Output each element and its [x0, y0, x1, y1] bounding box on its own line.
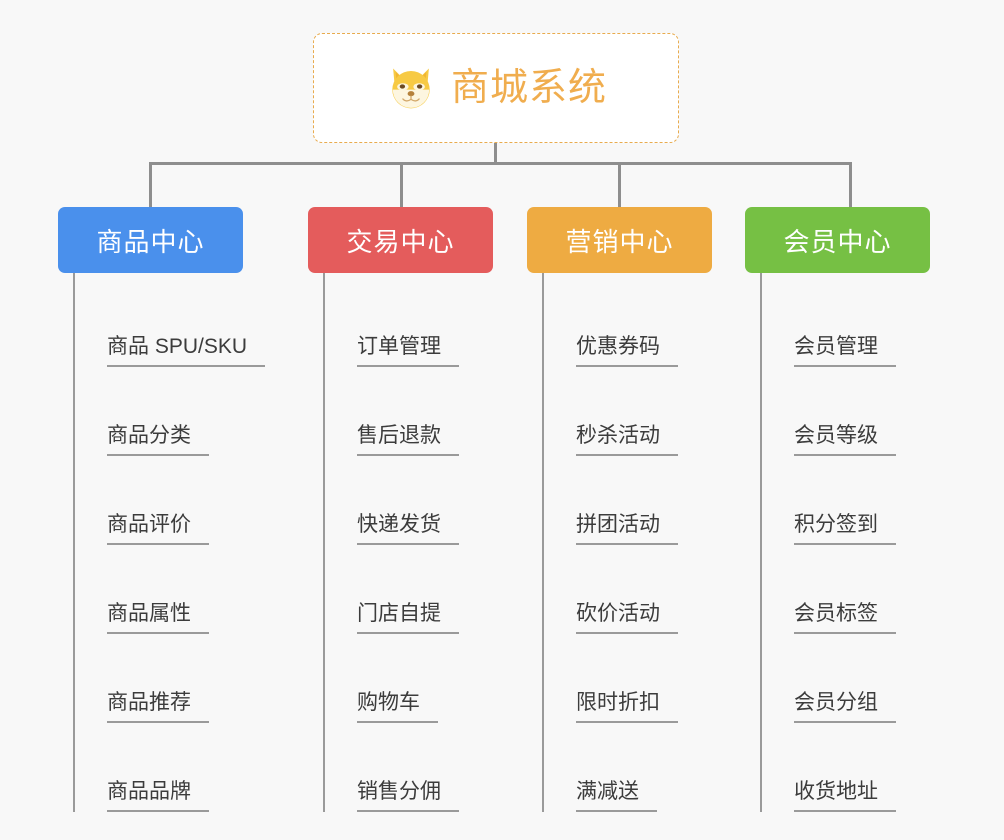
item-label: 购物车: [357, 691, 438, 723]
list-item[interactable]: 商品品牌: [73, 723, 265, 812]
connector-drop-branch-3: [618, 162, 621, 208]
item-label: 会员分组: [794, 691, 896, 723]
list-item[interactable]: 快递发货: [323, 456, 459, 545]
item-label: 商品 SPU/SKU: [107, 335, 266, 367]
list-item[interactable]: 秒杀活动: [542, 367, 678, 456]
item-label: 积分签到: [794, 513, 896, 545]
list-item[interactable]: 商品 SPU/SKU: [73, 278, 266, 367]
item-label: 秒杀活动: [576, 424, 678, 456]
root-node[interactable]: 商城系统: [313, 33, 679, 143]
item-label: 商品评价: [107, 513, 209, 545]
list-item[interactable]: 商品属性: [73, 545, 265, 634]
category-box-1[interactable]: 商品中心: [58, 207, 243, 273]
item-label: 商品分类: [107, 424, 209, 456]
item-label: 收货地址: [794, 780, 896, 812]
item-label: 快递发货: [357, 513, 459, 545]
item-label: 优惠券码: [576, 335, 678, 367]
item-label: 满减送: [576, 780, 657, 812]
item-label: 销售分佣: [357, 780, 459, 812]
list-item[interactable]: 收货地址: [760, 723, 896, 812]
list-item[interactable]: 购物车: [323, 634, 459, 723]
list-item[interactable]: 砍价活动: [542, 545, 678, 634]
root-title: 商城系统: [450, 67, 607, 109]
category-box-3[interactable]: 营销中心: [527, 207, 712, 273]
category-box-4[interactable]: 会员中心: [745, 207, 930, 273]
item-label: 限时折扣: [576, 691, 678, 723]
branch-spine-1: [73, 278, 75, 812]
list-item[interactable]: 满减送: [542, 723, 678, 812]
list-item[interactable]: 会员分组: [760, 634, 896, 723]
connector-drop-branch-4: [849, 162, 852, 208]
item-label: 会员等级: [794, 424, 896, 456]
item-label: 砍价活动: [576, 602, 678, 634]
list-item[interactable]: 拼团活动: [542, 456, 678, 545]
branch-spine-3: [542, 278, 544, 812]
item-label: 拼团活动: [576, 513, 678, 545]
item-label: 门店自提: [357, 602, 459, 634]
list-item[interactable]: 商品分类: [73, 367, 265, 456]
item-label: 商品品牌: [107, 780, 209, 812]
branch-column-4: 会员管理 会员等级 积分签到 会员标签 会员分组 收货地址: [760, 278, 896, 812]
connector-root-stem: [494, 143, 497, 164]
item-label: 会员管理: [794, 335, 896, 367]
list-item[interactable]: 会员管理: [760, 278, 896, 367]
connector-drop-branch-2: [400, 162, 403, 208]
category-label-4: 会员中心: [783, 226, 892, 257]
branch-column-2: 订单管理 售后退款 快递发货 门店自提 购物车 销售分佣: [323, 278, 459, 812]
list-item[interactable]: 售后退款: [323, 367, 459, 456]
list-item[interactable]: 商品推荐: [73, 634, 265, 723]
list-item[interactable]: 门店自提: [323, 545, 459, 634]
item-label: 订单管理: [357, 335, 459, 367]
item-label: 商品属性: [107, 602, 209, 634]
item-label: 商品推荐: [107, 691, 209, 723]
list-item[interactable]: 积分签到: [760, 456, 896, 545]
branch-spine-2: [323, 278, 325, 812]
branch-column-3: 优惠券码 秒杀活动 拼团活动 砍价活动 限时折扣 满减送: [542, 278, 678, 812]
item-label: 会员标签: [794, 602, 896, 634]
list-item[interactable]: 商品评价: [73, 456, 265, 545]
list-item[interactable]: 限时折扣: [542, 634, 678, 723]
connector-horizontal-bus: [149, 162, 852, 165]
list-item[interactable]: 会员等级: [760, 367, 896, 456]
branch-column-1: 商品 SPU/SKU 商品分类 商品评价 商品属性 商品推荐 商品品牌: [73, 278, 266, 812]
category-label-3: 营销中心: [565, 226, 674, 257]
connector-drop-branch-1: [149, 162, 152, 208]
list-item[interactable]: 订单管理: [323, 278, 459, 367]
category-box-2[interactable]: 交易中心: [308, 207, 493, 273]
branch-spine-4: [760, 278, 762, 812]
category-label-2: 交易中心: [346, 226, 455, 257]
list-item[interactable]: 销售分佣: [323, 723, 459, 812]
category-label-1: 商品中心: [96, 226, 205, 257]
list-item[interactable]: 优惠券码: [542, 278, 678, 367]
shiba-dog-face-icon: [385, 62, 437, 114]
item-label: 售后退款: [357, 424, 459, 456]
list-item[interactable]: 会员标签: [760, 545, 896, 634]
